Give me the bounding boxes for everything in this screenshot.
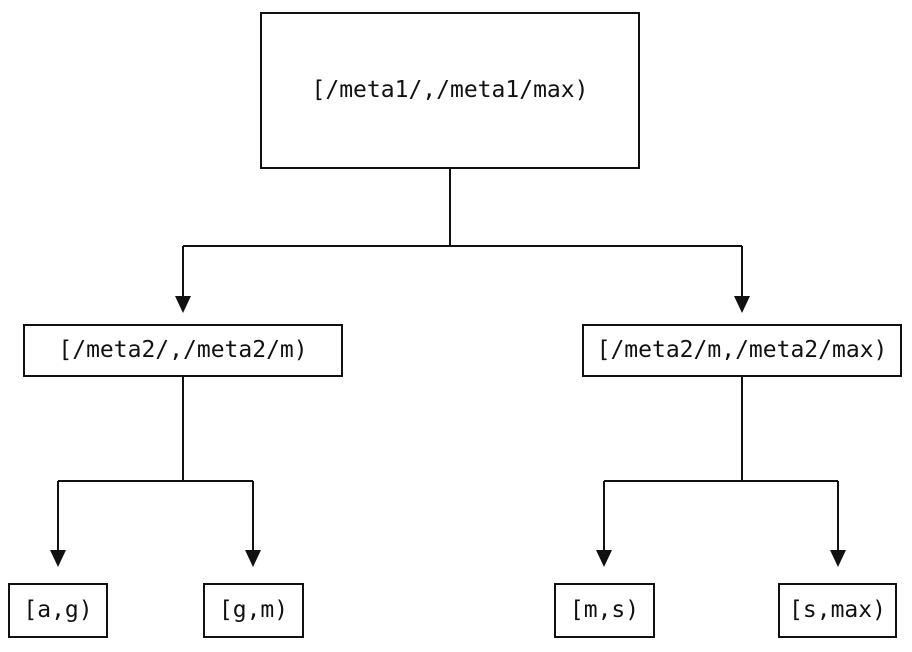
node-meta2-high-label: [/meta2/m,/meta2/max) [596,337,888,363]
node-root-label: [/meta1/,/meta1/max) [311,77,589,103]
node-leaf-ag: [a,g) [8,583,108,638]
arrow-down-icon [830,550,846,567]
node-leaf-smax: [s,max) [778,583,897,638]
arrow-down-icon [734,296,750,313]
node-meta2-low-label: [/meta2/,/meta2/m) [58,337,308,363]
arrow-down-icon [596,550,612,567]
arrow-down-icon [245,550,261,567]
arrow-down-icon [50,550,66,567]
node-meta2-low: [/meta2/,/meta2/m) [23,324,343,377]
node-leaf-ms-label: [m,s) [569,597,640,623]
node-leaf-gm-label: [g,m) [218,597,289,623]
arrow-down-icon [175,296,191,313]
node-meta2-high: [/meta2/m,/meta2/max) [582,324,902,377]
node-leaf-ag-label: [a,g) [23,597,93,623]
node-root: [/meta1/,/meta1/max) [260,12,640,169]
node-leaf-ms: [m,s) [554,583,655,638]
node-leaf-gm: [g,m) [203,583,304,638]
node-leaf-smax-label: [s,max) [789,597,886,623]
